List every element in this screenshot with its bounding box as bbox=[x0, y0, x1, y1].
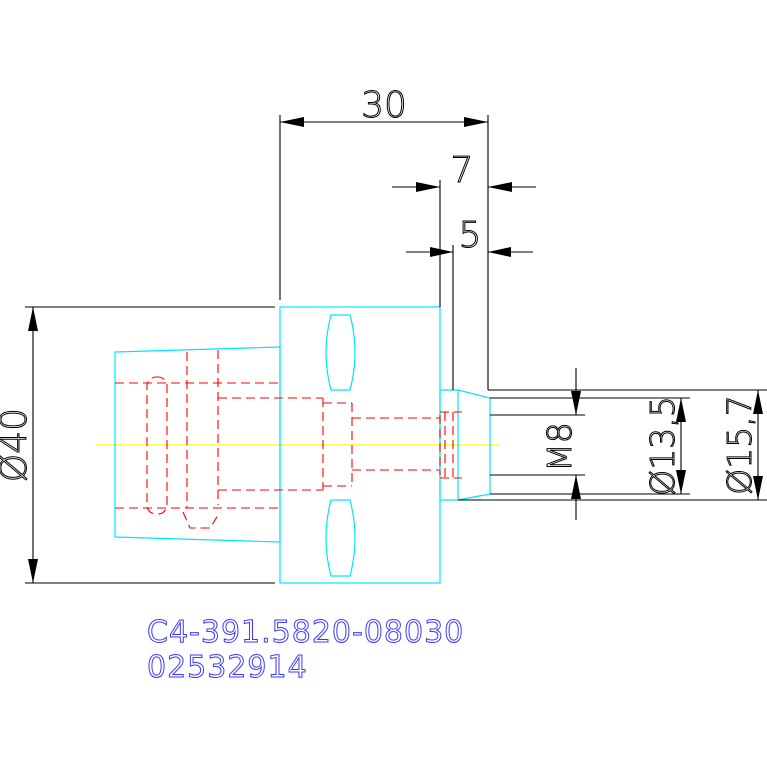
arrowhead bbox=[488, 182, 512, 192]
hidden-lines bbox=[115, 350, 462, 529]
dim-diameter-1: Ø13,5 bbox=[643, 396, 682, 495]
arrowhead bbox=[488, 247, 511, 257]
arrowhead bbox=[280, 117, 304, 127]
dimension-lines bbox=[25, 115, 767, 584]
dim-length-a: 7 bbox=[451, 150, 474, 191]
dim-diameter-2: Ø15,7 bbox=[720, 395, 759, 494]
dimension-arrows bbox=[28, 117, 763, 583]
dim-thread: M8 bbox=[540, 422, 579, 471]
dimension-texts: 30 7 5 Ø40 M8 Ø13,5 Ø15,7 bbox=[0, 85, 760, 497]
arrowhead bbox=[28, 559, 38, 583]
part-labels: C4-391.5820-08030 02532914 bbox=[147, 615, 464, 686]
arrowhead bbox=[464, 117, 488, 127]
hidden-line bbox=[146, 376, 168, 515]
arrowhead bbox=[676, 470, 686, 494]
drive-slot-top bbox=[325, 314, 356, 391]
dim-length-b: 5 bbox=[459, 215, 482, 256]
hidden-line bbox=[182, 511, 221, 529]
arrowhead bbox=[753, 476, 763, 500]
dim-length-total: 30 bbox=[361, 85, 407, 126]
arrowhead bbox=[571, 391, 581, 415]
dim-diameter-body: Ø40 bbox=[0, 408, 35, 482]
arrowhead bbox=[430, 247, 453, 257]
arrowhead bbox=[28, 307, 38, 331]
arrowhead bbox=[416, 182, 440, 192]
drive-slot-bottom bbox=[325, 499, 356, 577]
arrowhead bbox=[676, 398, 686, 422]
order-code-label: 02532914 bbox=[147, 650, 308, 685]
arrowhead bbox=[753, 390, 763, 414]
arrowhead bbox=[571, 475, 581, 499]
part-number-label: C4-391.5820-08030 bbox=[147, 615, 464, 650]
